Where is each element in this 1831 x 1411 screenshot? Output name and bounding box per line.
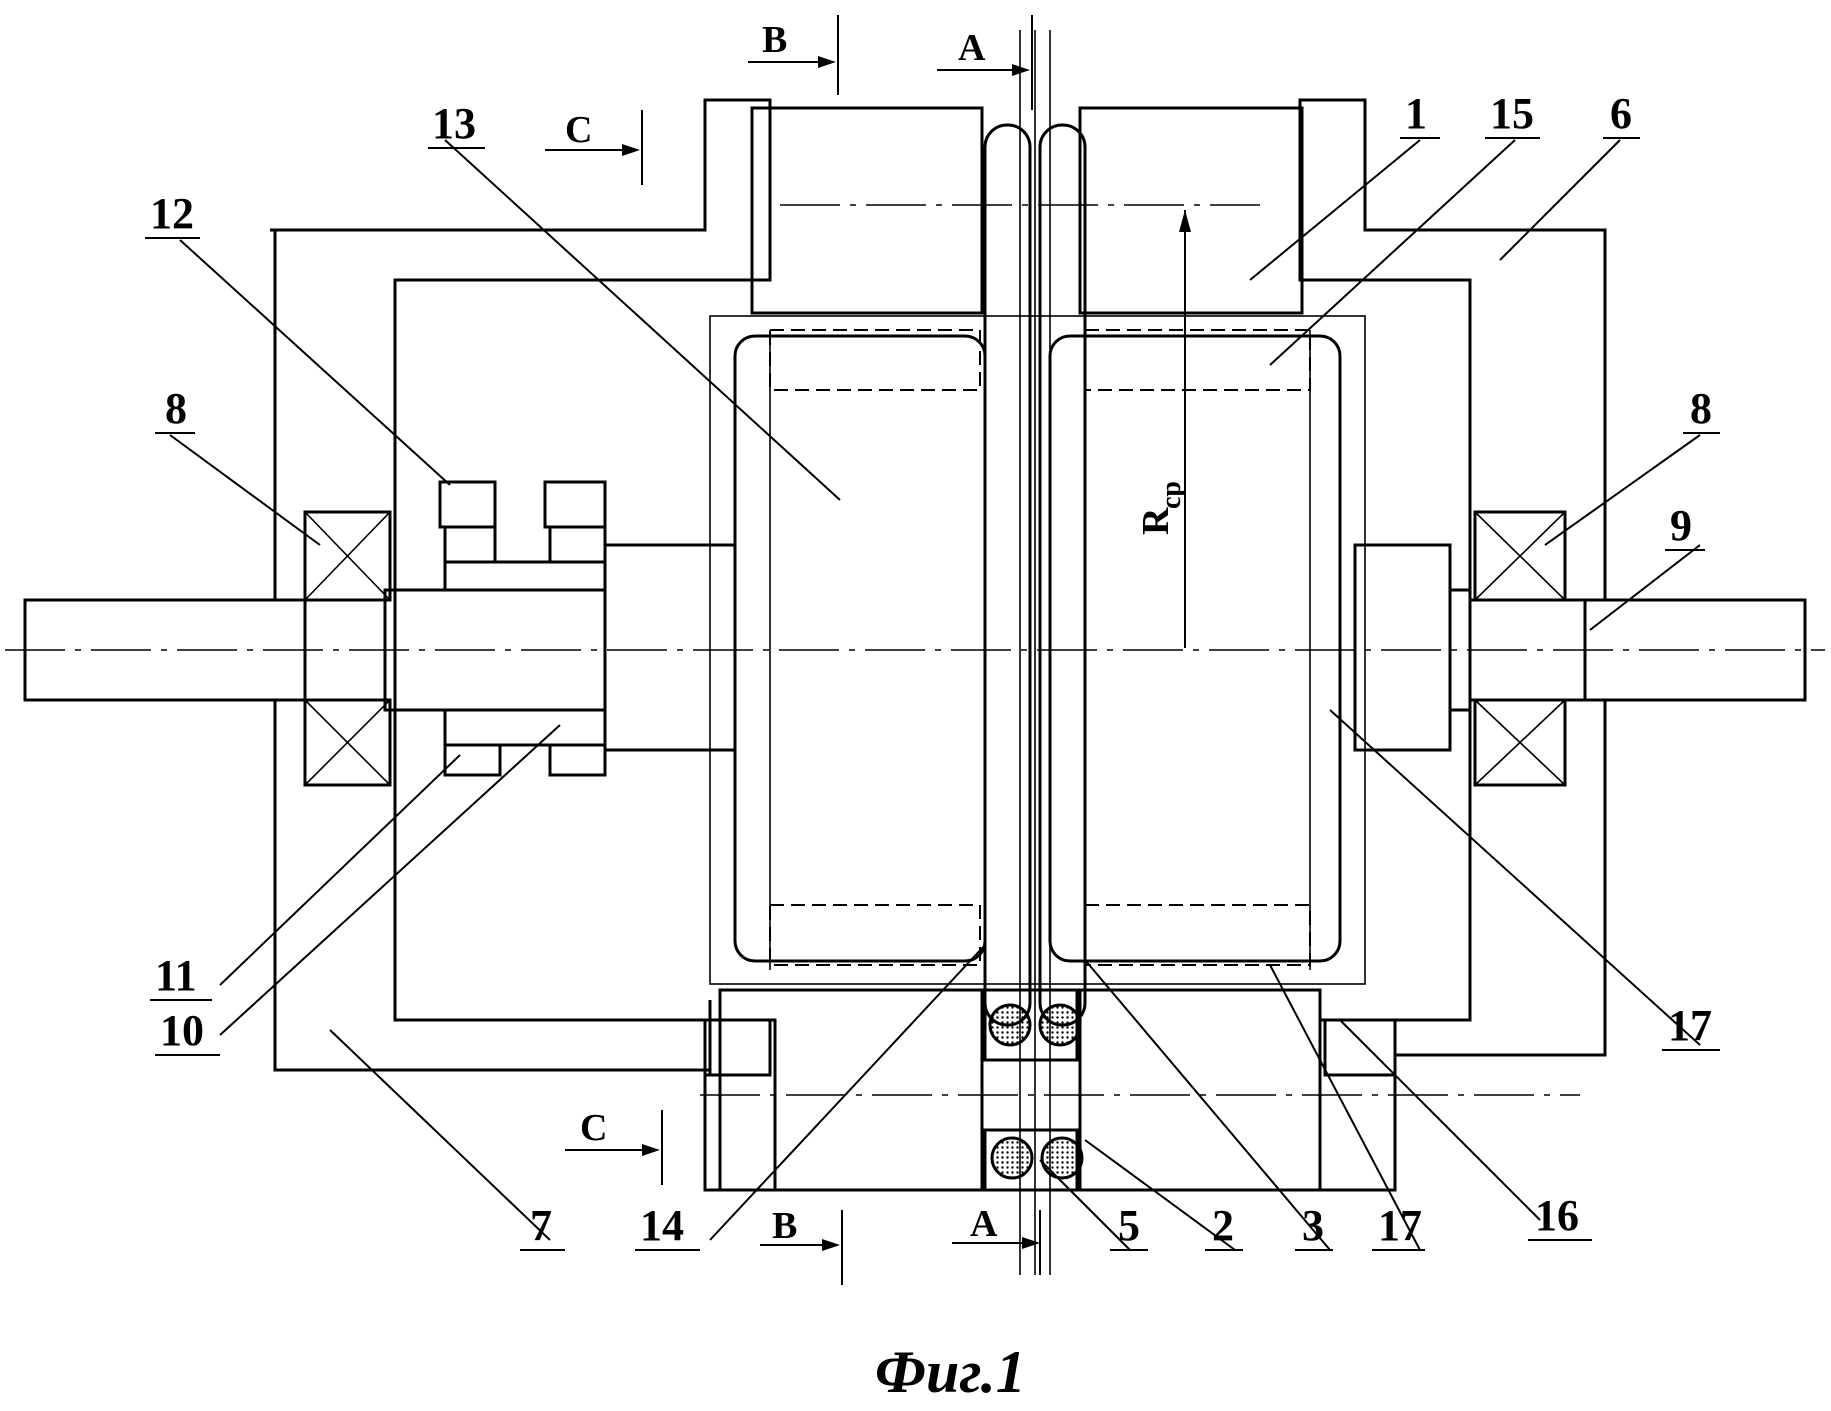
section-c-top: C <box>545 109 642 185</box>
stator-top-left <box>752 108 982 313</box>
label-9: 9 <box>1670 501 1692 550</box>
coil-section <box>1040 1005 1080 1045</box>
housing-left-7 <box>270 100 770 1075</box>
label-13: 13 <box>432 99 476 148</box>
rotor-disc-15 <box>1050 336 1340 961</box>
rotor-disc-13 <box>735 336 985 961</box>
label-15: 15 <box>1490 89 1534 138</box>
label-3: 3 <box>1302 1201 1324 1250</box>
ring-holder-11a <box>445 745 500 775</box>
label-17-bottom: 17 <box>1378 1201 1422 1250</box>
bearing-left-bottom <box>305 700 390 785</box>
label-8-right: 8 <box>1690 384 1712 433</box>
label-17-right: 17 <box>1668 1001 1712 1050</box>
label-12: 12 <box>150 189 194 238</box>
label-8-left: 8 <box>165 384 187 433</box>
housing-bottom-right-flange <box>1320 1020 1395 1190</box>
section-a-top: A <box>937 15 1032 110</box>
svg-text:B: B <box>772 1205 797 1247</box>
stator-bottom-right <box>1080 990 1320 1190</box>
brush-holder-a <box>445 527 495 562</box>
svg-text:R: R <box>1135 507 1177 535</box>
svg-text:C: C <box>565 109 592 151</box>
stator-top-right <box>1080 108 1302 313</box>
housing-bottom-left-flange <box>705 1020 775 1190</box>
label-10: 10 <box>160 1006 204 1055</box>
section-b-bottom: B <box>760 1205 842 1285</box>
slip-ring-bottom-10 <box>445 710 605 745</box>
label-1: 1 <box>1405 89 1427 138</box>
svg-text:A: A <box>970 1203 998 1245</box>
slip-ring-top <box>445 562 605 590</box>
svg-text:B: B <box>762 19 787 61</box>
section-a-bottom: A <box>952 1203 1040 1275</box>
coil-section-5 <box>1042 1138 1082 1178</box>
label-5: 5 <box>1118 1201 1140 1250</box>
section-b-top: B <box>748 15 838 95</box>
label-2: 2 <box>1212 1201 1234 1250</box>
bearing-right-top <box>1475 512 1565 600</box>
label-11: 11 <box>155 951 197 1000</box>
conductor-loop-left <box>985 125 1030 1025</box>
shaft-hub-left <box>605 545 735 750</box>
radius-label: R cp <box>1135 481 1187 535</box>
section-c-bottom: C <box>565 1107 662 1185</box>
shaft-hub-right <box>1355 545 1450 750</box>
label-6: 6 <box>1610 89 1632 138</box>
conductor-loop-right <box>1040 125 1085 1025</box>
figure-caption: Фиг.1 <box>875 1339 1026 1405</box>
label-16: 16 <box>1535 1191 1579 1240</box>
svg-text:cp: cp <box>1156 481 1187 509</box>
label-14: 14 <box>640 1201 684 1250</box>
svg-text:C: C <box>580 1107 607 1149</box>
bearing-right-bottom <box>1475 700 1565 785</box>
ring-holder-11b <box>550 745 605 775</box>
label-7: 7 <box>530 1201 552 1250</box>
brush-12a <box>440 482 495 527</box>
coil-section <box>990 1005 1030 1045</box>
housing-right-6 <box>1300 100 1605 1075</box>
brush-holder-b <box>550 527 605 562</box>
svg-text:A: A <box>958 27 986 69</box>
coil-section-5 <box>992 1138 1032 1178</box>
bearing-left-top <box>305 512 390 600</box>
brush-12b <box>545 482 605 527</box>
